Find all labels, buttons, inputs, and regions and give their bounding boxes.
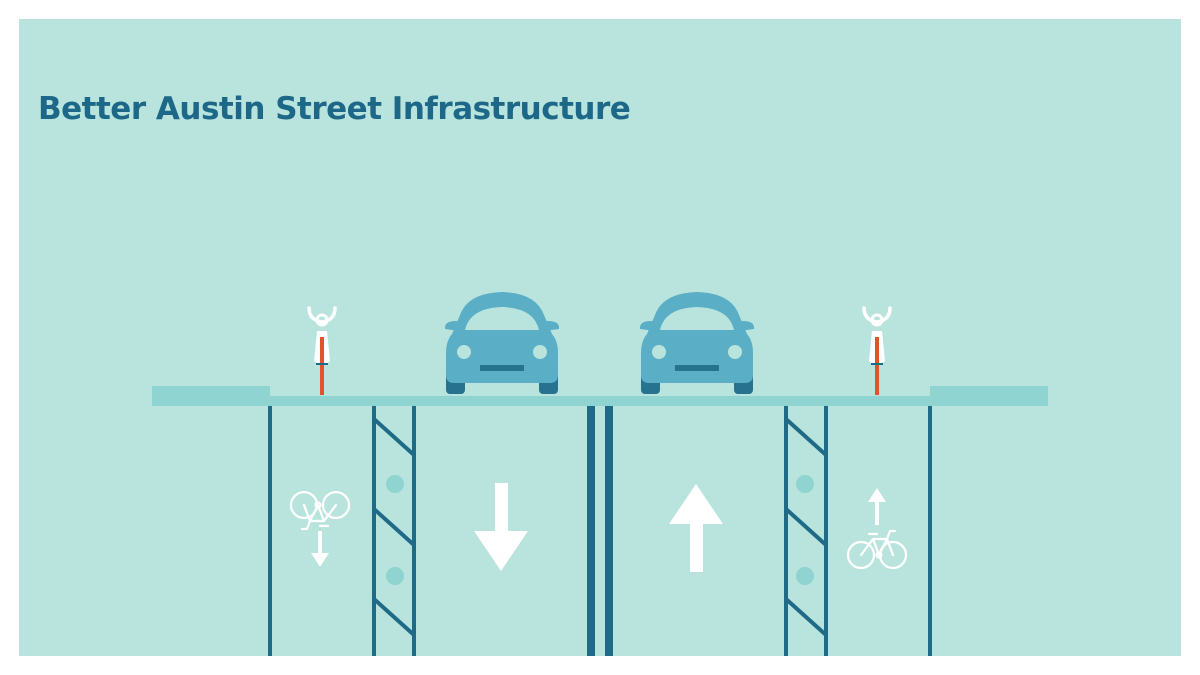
protected-buffer-left	[372, 406, 416, 656]
bicycle-side-icon	[846, 529, 908, 570]
bicycle-side-icon	[289, 490, 351, 531]
road-surface	[152, 386, 1048, 406]
sidewalk-right	[930, 386, 1048, 406]
diagram-panel: Better Austin Street Infrastructure	[19, 19, 1181, 656]
arrow-down-icon	[311, 531, 329, 567]
buffer-post	[796, 475, 814, 493]
bike-lane-left-marking	[289, 490, 351, 567]
arrow-up-icon	[669, 484, 723, 572]
protected-buffer-right	[784, 406, 828, 656]
street-cross-section	[152, 292, 1048, 656]
roadway	[270, 396, 930, 406]
arrow-up-icon	[868, 488, 886, 525]
bicycle-top-view-icon	[307, 306, 337, 395]
bicycle-top-view-icon	[862, 306, 892, 395]
bike-lane-right-marking	[846, 488, 908, 570]
car-front-icon	[444, 292, 560, 394]
buffer-post	[386, 475, 404, 493]
buffer-post	[386, 567, 404, 585]
diagram-title: Better Austin Street Infrastructure	[38, 91, 631, 127]
car-front-icon	[639, 292, 755, 394]
lane-lines	[268, 406, 932, 656]
buffer-post	[796, 567, 814, 585]
arrow-down-icon	[474, 483, 528, 571]
sidewalk-left	[152, 386, 270, 406]
